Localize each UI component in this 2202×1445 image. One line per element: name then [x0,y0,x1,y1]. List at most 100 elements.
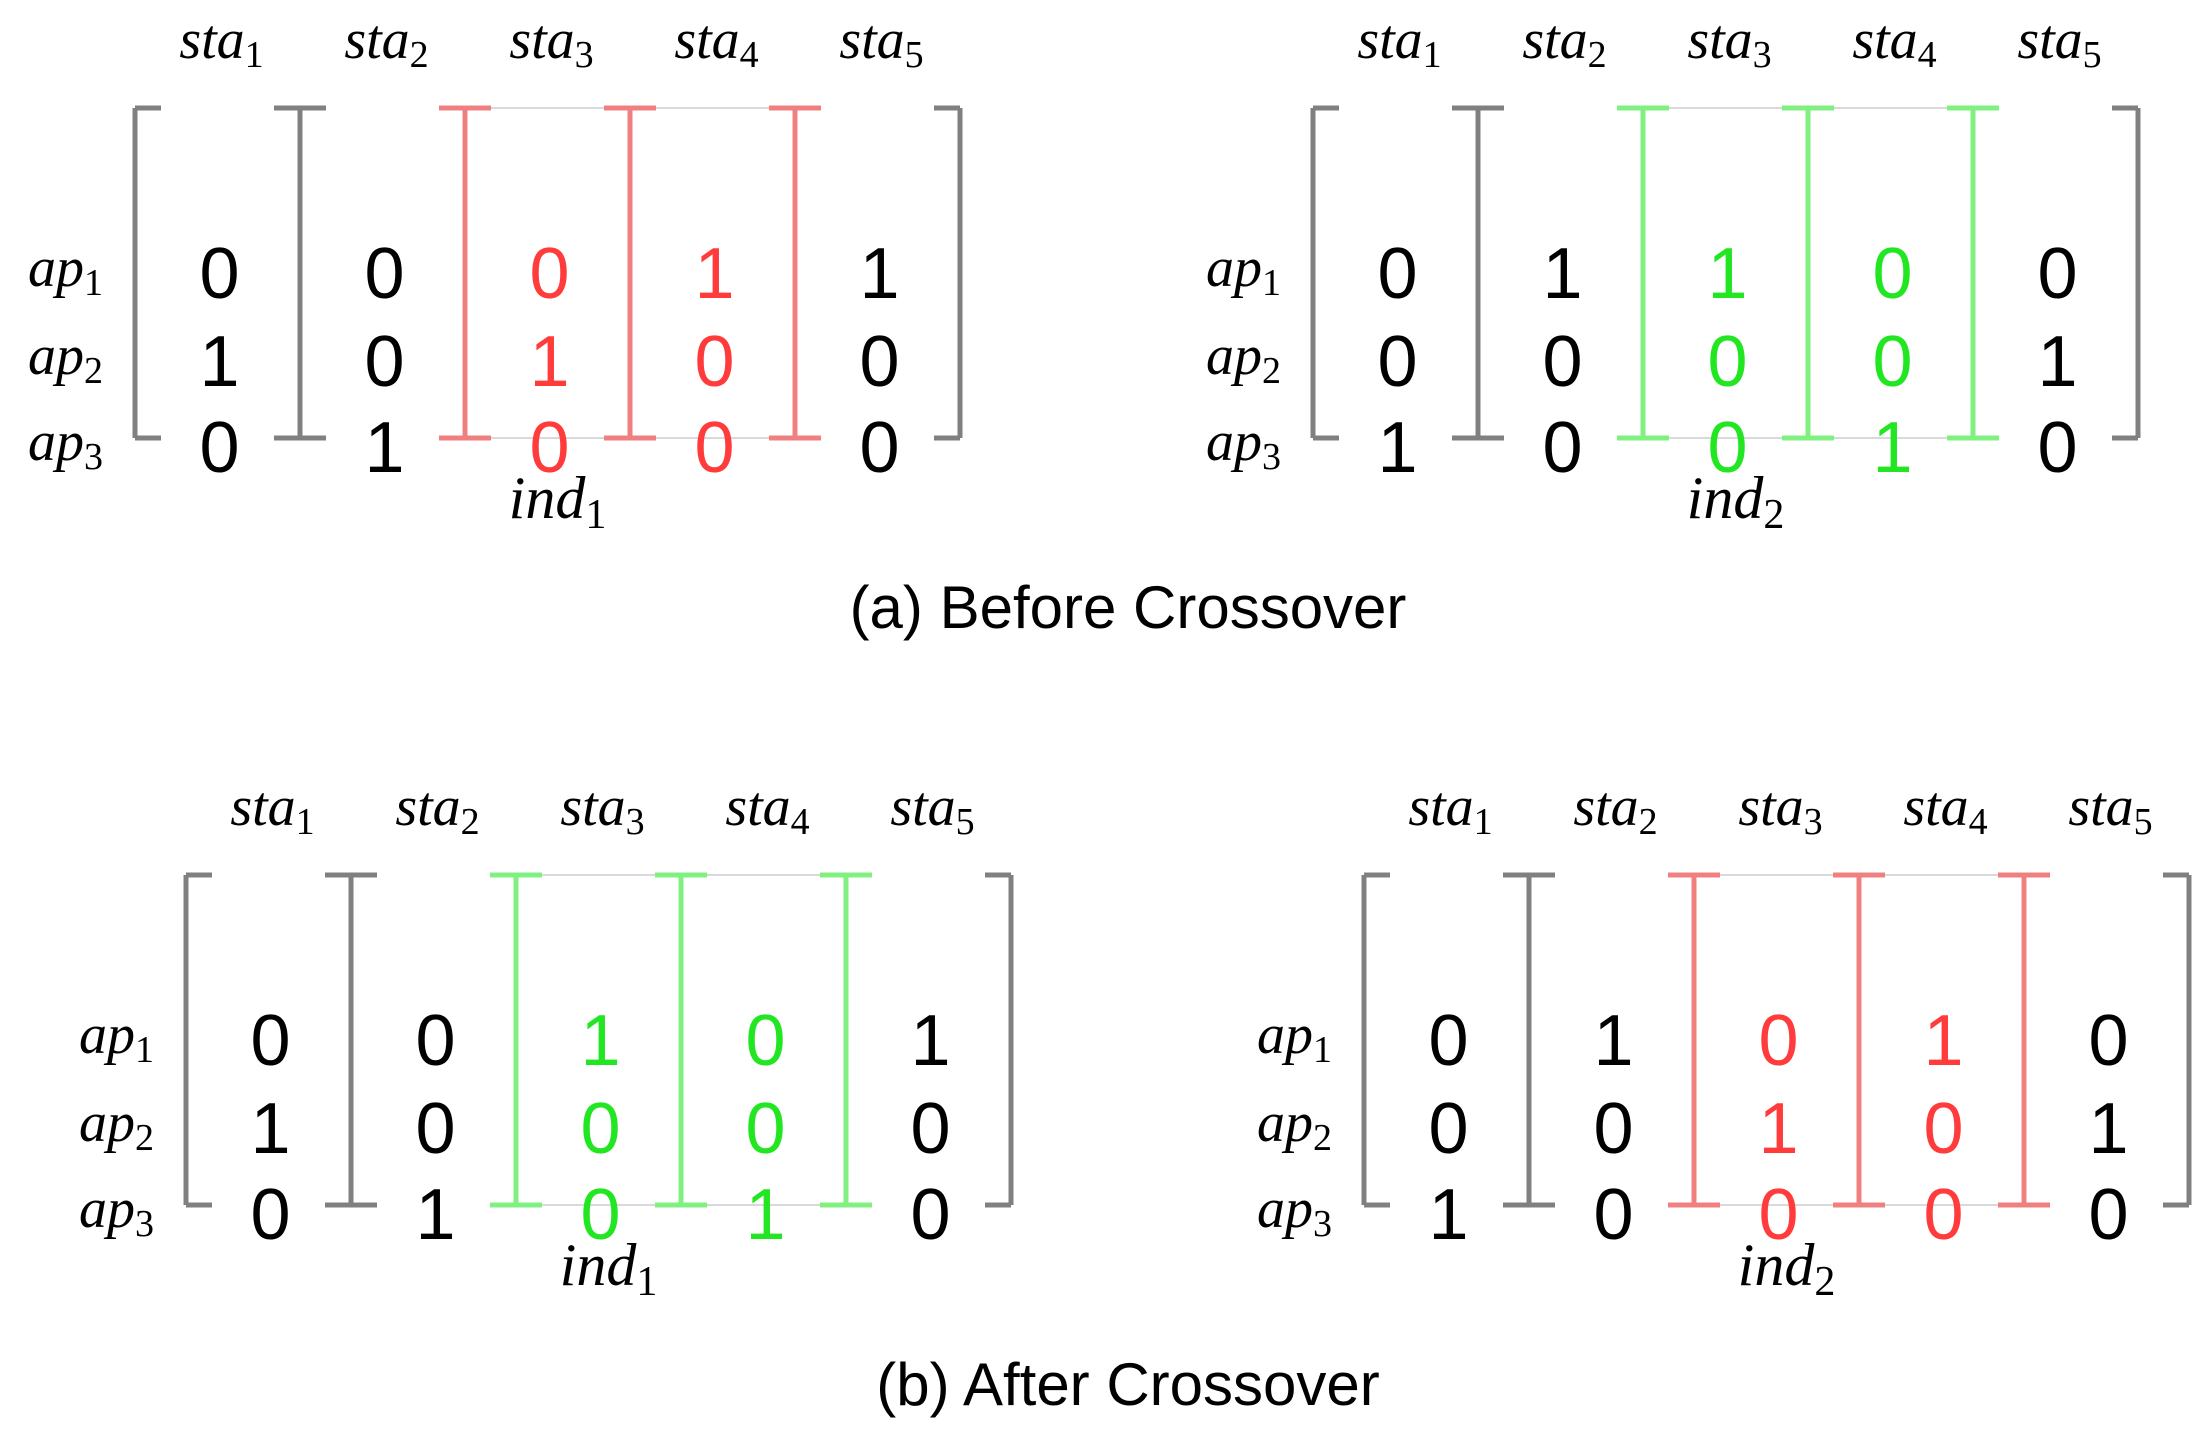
cell-ap3-sta2: 1 [415,1175,455,1255]
column-header-sta1: sta1 [1357,9,1441,76]
cell-ap1-sta5: 0 [2037,234,2077,314]
cell-ap2-sta4: 0 [694,322,734,402]
cell-ap1-sta2: 0 [415,1001,455,1081]
column-header-sta3-subscript: 3 [575,34,594,76]
cell-ap1-sta5: 1 [859,234,899,314]
cell-ap2-sta2: 0 [1542,322,1582,402]
matrix-label-ind2: ind2 [1738,1232,1836,1305]
cell-ap3-sta1: 1 [1428,1175,1468,1255]
bracket-0 [1310,105,1339,441]
column-header-sta5: sta5 [2068,776,2152,843]
column-header-sta4-base: sta [725,776,790,838]
cell-ap2-sta1: 0 [1428,1089,1468,1169]
column-header-sta3-subscript: 3 [1753,34,1772,76]
column-header-sta3-base: sta [560,776,625,838]
cell-ap3-sta3: 0 [529,408,569,488]
cell-ap3-sta4: 0 [694,408,734,488]
matrix-label-ind2: ind2 [1687,465,1785,538]
bracket-1 [274,105,326,441]
column-header-sta4-base: sta [674,9,739,71]
row-label-ap3-base: ap [28,411,84,473]
row-label-ap3-base: ap [1257,1178,1313,1240]
bracket-4 [769,105,821,441]
bracket-2 [439,105,491,441]
bracket-4 [820,872,872,1208]
matrix-label-subscript: 1 [585,492,606,538]
cell-ap1-sta3: 1 [580,1001,620,1081]
cell-ap3-sta4: 1 [1872,408,1912,488]
cell-ap1-sta4: 0 [1872,234,1912,314]
column-header-sta2-subscript: 2 [1639,801,1658,843]
cell-ap3-sta5: 0 [2088,1175,2128,1255]
row-label-ap3-base: ap [1206,411,1262,473]
column-header-sta2: sta2 [395,776,479,843]
column-header-sta2-subscript: 2 [1588,34,1607,76]
column-header-sta5: sta5 [2017,9,2101,76]
cell-ap2-sta1: 1 [199,322,239,402]
cell-ap1-sta3: 0 [1758,1001,1798,1081]
column-header-sta1-base: sta [230,776,295,838]
column-header-sta4-base: sta [1903,776,1968,838]
cell-ap1-sta4: 1 [694,234,734,314]
row-label-ap1-base: ap [79,1004,135,1066]
column-header-sta5-base: sta [839,9,904,71]
column-header-sta3-base: sta [1738,776,1803,838]
row-label-ap2-base: ap [28,325,84,387]
cell-ap3-sta5: 0 [910,1175,950,1255]
row-label-ap1-subscript: 1 [1313,1029,1332,1071]
column-header-sta4-subscript: 4 [1918,34,1937,76]
bracket-3 [604,105,656,441]
row-label-ap1: ap1 [28,237,103,304]
matrix-label-ind1: ind1 [560,1232,658,1305]
column-header-sta4-subscript: 4 [791,801,810,843]
cell-ap2-sta3: 1 [1758,1089,1798,1169]
row-label-ap3-subscript: 3 [1313,1203,1332,1245]
row-label-ap2: ap2 [79,1092,154,1159]
bracket-4 [1998,872,2050,1208]
cell-ap1-sta2: 1 [1542,234,1582,314]
column-header-sta3-base: sta [509,9,574,71]
bracket-3 [1782,105,1834,441]
row-label-ap2-base: ap [79,1092,135,1154]
column-header-sta4-subscript: 4 [1969,801,1988,843]
row-label-ap1: ap1 [79,1004,154,1071]
column-header-sta2-base: sta [344,9,409,71]
row-label-ap2: ap2 [1206,325,1281,392]
cell-ap3-sta2: 1 [364,408,404,488]
matrix-label-base: ind [1687,465,1765,531]
cell-ap2-sta5: 1 [2037,322,2077,402]
column-header-sta3-subscript: 3 [626,801,645,843]
cell-ap2-sta2: 0 [364,322,404,402]
cell-ap3-sta1: 1 [1377,408,1417,488]
column-header-sta1-base: sta [1357,9,1422,71]
column-header-sta5: sta5 [890,776,974,843]
row-label-ap3: ap3 [1206,411,1281,478]
matrix-label-subscript: 2 [1814,1259,1835,1305]
caption-after-crossover: (b) After Crossover [876,1351,1379,1418]
column-header-sta5-base: sta [2017,9,2082,71]
cell-ap3-sta5: 0 [2037,408,2077,488]
column-header-sta4: sta4 [725,776,809,843]
row-label-ap2: ap2 [1257,1092,1332,1159]
column-header-sta4: sta4 [674,9,758,76]
column-header-sta4-base: sta [1852,9,1917,71]
row-label-ap2: ap2 [28,325,103,392]
column-header-sta2-base: sta [1522,9,1587,71]
column-header-sta3: sta3 [560,776,644,843]
row-label-ap2-subscript: 2 [135,1117,154,1159]
row-label-ap1-subscript: 1 [84,262,103,304]
caption-before-crossover: (a) Before Crossover [850,574,1407,641]
row-label-ap3-subscript: 3 [1262,436,1281,478]
row-label-ap2-subscript: 2 [1262,350,1281,392]
column-header-sta3: sta3 [1738,776,1822,843]
bracket-0 [132,105,161,441]
row-label-ap1-base: ap [28,237,84,299]
cell-ap3-sta1: 0 [250,1175,290,1255]
row-label-ap3: ap3 [79,1178,154,1245]
bracket-1 [1452,105,1504,441]
bracket-2 [490,872,542,1208]
cell-ap2-sta3: 0 [1707,322,1747,402]
